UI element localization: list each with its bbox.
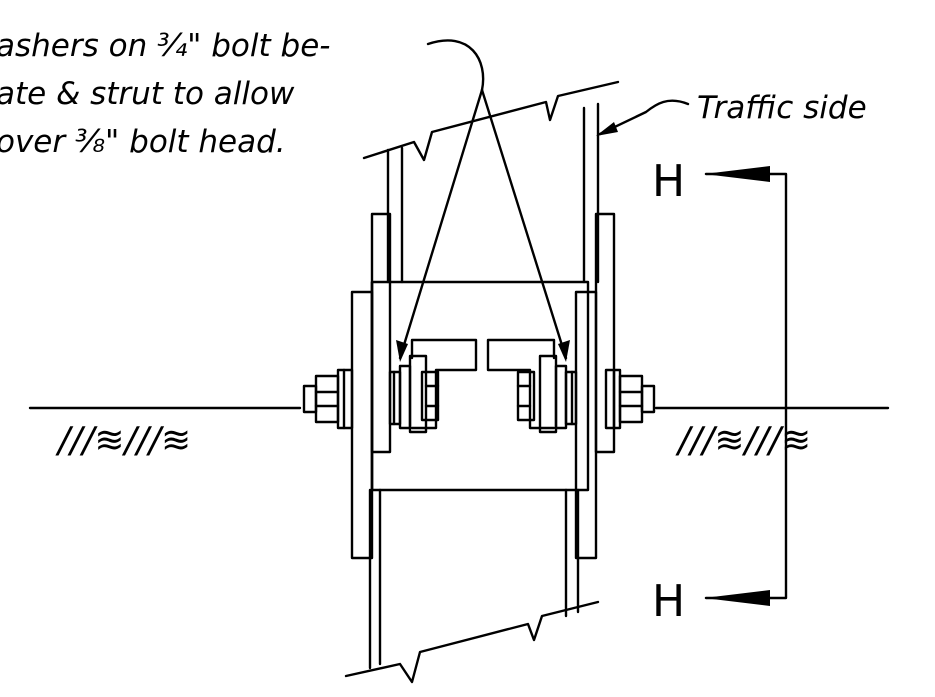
inner-plate-left [370, 212, 392, 454]
leader-arrow-right [558, 340, 570, 362]
nut-left [314, 374, 340, 424]
section-arrow-bottom [704, 590, 770, 606]
lower-strut [344, 488, 600, 684]
upper-strut [362, 80, 620, 284]
note-line-3: over ⅜" bolt head. [0, 124, 286, 160]
traffic-leader [596, 99, 690, 136]
lower-break-line [344, 600, 600, 684]
note-line-2: ate & strut to allow [0, 76, 295, 112]
washer-note: ashers on ¾" bolt be- ate & strut to all… [0, 28, 330, 160]
ground-hatch-left: ///≋///≋ [55, 420, 191, 461]
side-plates [350, 212, 616, 560]
section-mark-top: H [652, 156, 685, 207]
nut-right [618, 374, 644, 424]
section-cut-line: H H [652, 156, 788, 627]
section-arrow-top [704, 166, 770, 182]
angle-clip-right [486, 338, 556, 430]
ground-line: ///≋///≋ ///≋///≋ [28, 406, 890, 461]
bolt-assembly-left [302, 354, 428, 434]
note-line-1: ashers on ¾" bolt be- [0, 28, 330, 64]
upper-break-line [362, 80, 620, 162]
leader-arrow-left [396, 340, 408, 362]
bolt-assembly-right [538, 354, 656, 434]
note-leader [396, 39, 570, 362]
angle-clip-left [410, 338, 478, 430]
ground-hatch-right: ///≋///≋ [675, 420, 811, 461]
traffic-side-label: Traffic side [697, 90, 867, 126]
outer-plate-right [594, 212, 616, 454]
section-mark-bottom: H [652, 576, 685, 627]
